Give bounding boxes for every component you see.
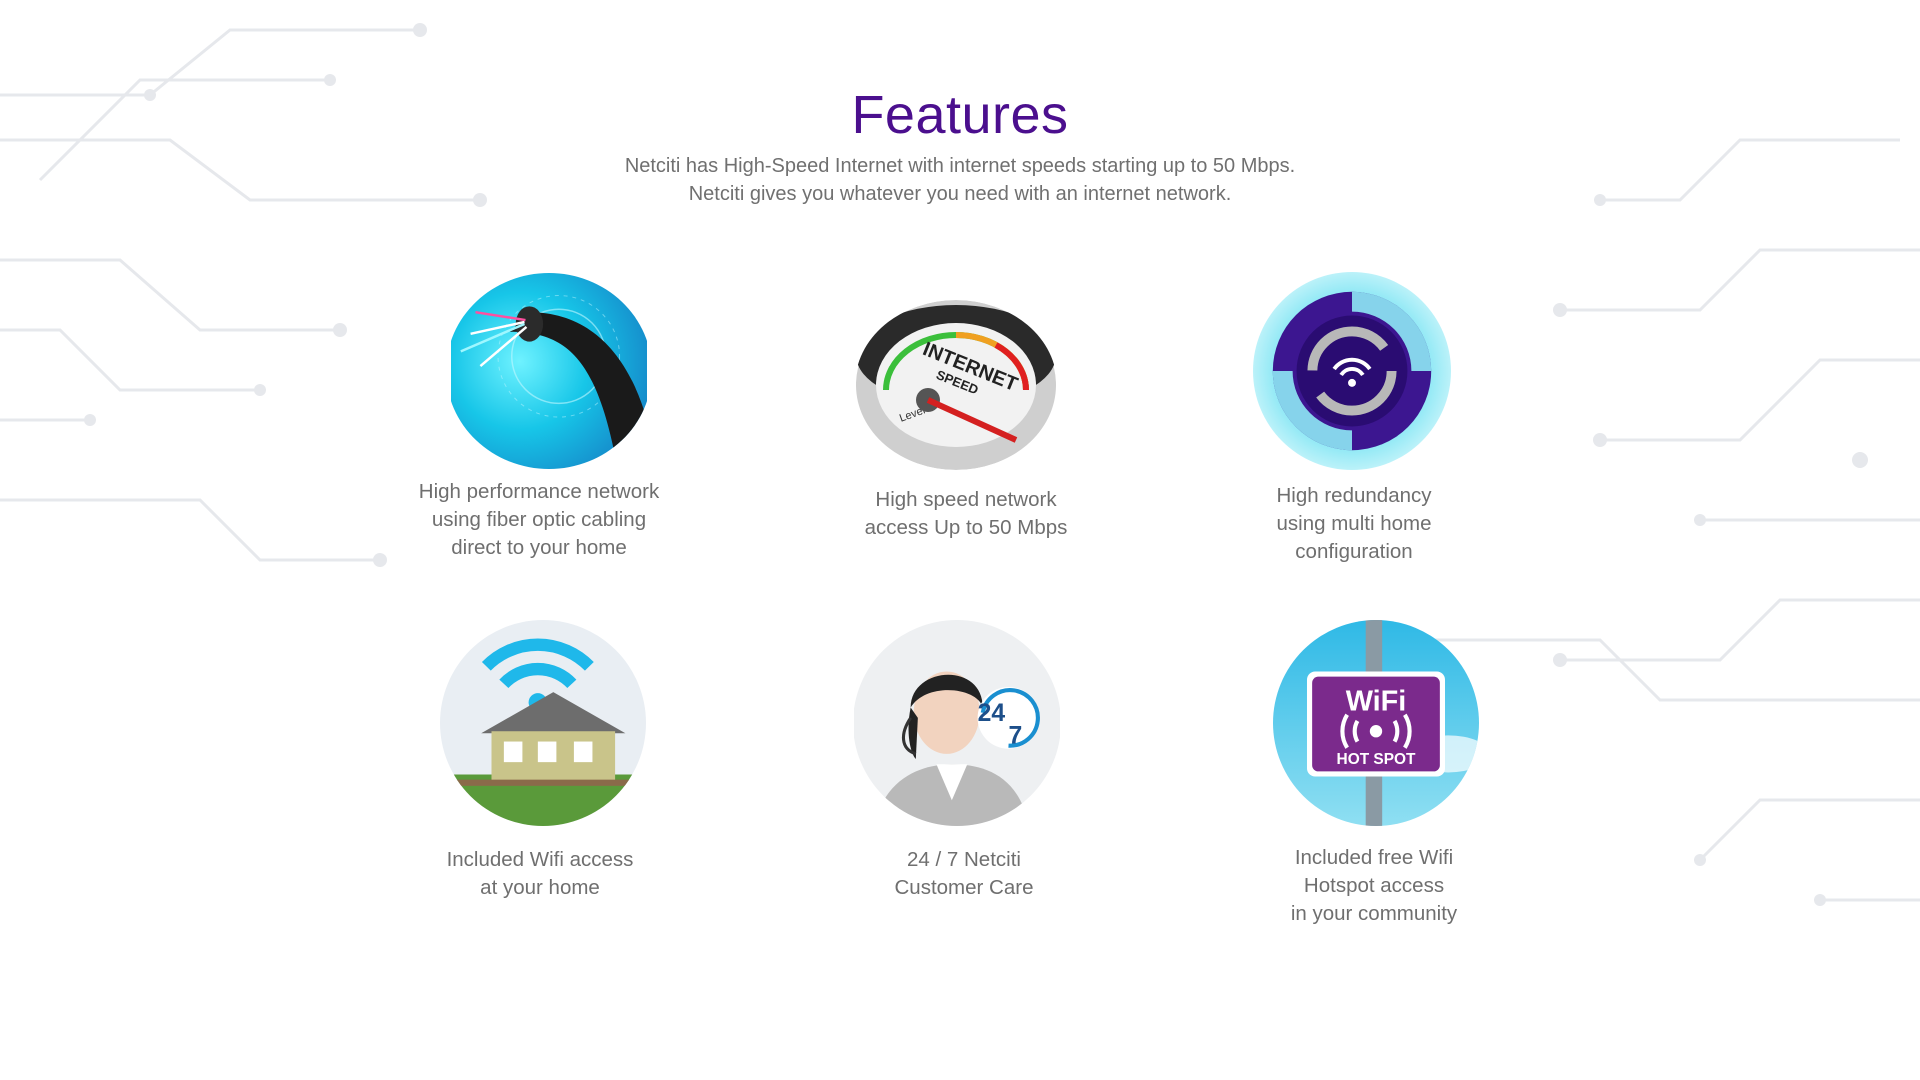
feature-caption: High speed network access Up to 50 Mbps bbox=[806, 486, 1126, 542]
speedometer-icon: INTERNET SPEED Level bbox=[855, 300, 1057, 470]
redundancy-sync-icon bbox=[1253, 272, 1451, 470]
subtitle-line: Netciti has High-Speed Internet with int… bbox=[624, 155, 1296, 177]
caption-line: High redundancy bbox=[1276, 484, 1432, 507]
caption-line: at your home bbox=[480, 876, 600, 899]
feature-caption: High redundancy using multi home configu… bbox=[1194, 482, 1514, 566]
feature-caption: Included Wifi access at your home bbox=[380, 846, 700, 902]
page-title: Features bbox=[851, 85, 1069, 145]
caption-line: in your community bbox=[1290, 902, 1458, 925]
sign-text: HOT SPOT bbox=[1337, 751, 1416, 768]
feature-caption: 24 / 7 Netciti Customer Care bbox=[804, 846, 1124, 902]
page-subtitle: Netciti has High-Speed Internet with int… bbox=[0, 152, 1920, 208]
badge-text: 24 bbox=[978, 700, 1006, 727]
caption-line: direct to your home bbox=[451, 536, 627, 559]
caption-line: configuration bbox=[1295, 540, 1413, 563]
caption-line: access Up to 50 Mbps bbox=[864, 516, 1068, 539]
caption-line: using fiber optic cabling bbox=[431, 508, 647, 531]
badge-text: 7 bbox=[1009, 723, 1023, 750]
caption-line: Hotspot access bbox=[1303, 874, 1445, 897]
caption-line: High speed network bbox=[875, 488, 1057, 511]
feature-caption: Included free Wifi Hotspot access in you… bbox=[1214, 844, 1534, 928]
caption-line: Customer Care bbox=[894, 876, 1034, 899]
caption-line: using multi home bbox=[1276, 512, 1432, 535]
caption-line: High performance network bbox=[418, 480, 660, 503]
customer-care-icon: 24 7 bbox=[853, 620, 1061, 826]
caption-line: Included Wifi access bbox=[446, 848, 634, 871]
subtitle-line: Netciti gives you whatever you need with… bbox=[688, 183, 1232, 205]
caption-line: 24 / 7 Netciti bbox=[907, 848, 1021, 871]
feature-caption: High performance network using fiber opt… bbox=[379, 478, 699, 562]
caption-line: Included free Wifi bbox=[1294, 846, 1454, 869]
fiber-optic-cable-icon bbox=[446, 273, 652, 469]
wifi-hotspot-sign-icon: WiFi HOT SPOT bbox=[1273, 620, 1479, 826]
sign-text: WiFi bbox=[1346, 686, 1407, 718]
home-wifi-icon bbox=[440, 620, 646, 826]
